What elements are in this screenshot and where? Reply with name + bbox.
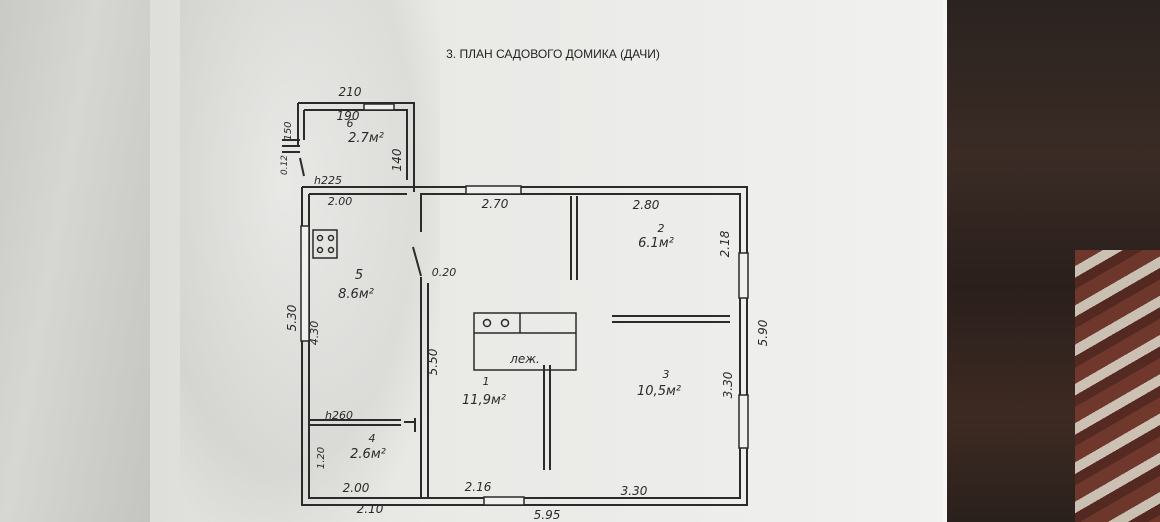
dim-porch-left-a: 150 [283,121,294,140]
dim-room4-step: h260 [325,409,353,422]
door-room4 [404,418,416,432]
room-3-number: 3 [663,368,670,381]
room-1-area: 11,9м² [462,393,506,408]
background-surface [0,0,150,522]
burner [316,234,324,242]
porch-door-line [299,157,305,177]
dim-room3-height: 3.30 [721,371,735,398]
door-room5 [412,246,422,277]
dim-room5-width: 2.00 [328,195,353,208]
patterned-fabric [1075,250,1160,522]
dim-bottom-total: 5.95 [534,508,561,522]
room-labels: 1 11,9м² 2 6.1м² 3 10,5м² 4 2.6м² 5 8.6м… [338,117,681,462]
window-bottom [483,496,525,506]
dim-porch-left-b: 0.12 [280,155,290,175]
burner [500,318,510,328]
dim-room5-height: 4.30 [308,321,321,346]
porch-wall-outer [298,102,415,187]
dim-left-total: 5.30 [285,304,299,331]
fixtures [312,229,577,371]
window-top [465,185,522,195]
kitchen-stove [312,229,338,259]
partition-1-3 [543,365,551,470]
room-1-number: 1 [483,375,490,388]
window-porch [363,103,395,111]
partition-2-3 [612,315,730,323]
window-left [300,225,310,342]
room-3-area: 10,5м² [637,384,681,399]
room-6-area: 2.7м² [348,131,384,146]
dim-porch-top-outer: 210 [339,85,362,99]
burner [316,246,324,254]
outer-wall [301,186,748,506]
partition-1-2 [570,196,578,280]
dim-room2-height: 2.18 [718,230,732,257]
dim-porch-right: 140 [390,148,404,171]
partition-4-5 [309,419,401,426]
dim-room1-top: 2.70 [482,197,509,211]
room-2-area: 6.1м² [638,236,674,251]
porch-wall-inner [304,109,408,180]
room-4-area: 2.6м² [350,447,386,462]
paper-edge [943,0,947,522]
room-6-number: 6 [347,117,354,130]
plan-title: 3. ПЛАН САДОВОГО ДОМИКА (ДАЧИ) [446,47,660,61]
room-2-number: 2 [658,222,665,235]
dim-partition: 0.20 [432,266,457,279]
dimension-labels: 210 190 140 150 0.12 h225 2.00 4.30 5.30… [280,85,770,522]
inner-wall [308,193,741,499]
room-4-number: 4 [369,432,376,445]
bench-label: леж. [509,352,540,366]
dim-room3-bottom: 3.30 [621,484,648,498]
porch-steps [282,139,300,153]
dim-bottom-left-outer: 2.10 [357,502,384,516]
stove [473,312,577,371]
window-right-lower [738,394,749,449]
dim-bottom-left-inner: 2.00 [343,481,370,495]
paper-sheet [150,0,945,522]
burner [482,318,492,328]
walls [282,102,748,506]
burner [327,234,335,242]
dim-porch-top-inner: 190 [337,109,360,123]
dim-porch-step: h225 [314,174,342,187]
room-5-number: 5 [355,268,363,283]
dim-room4-height: 1.20 [316,447,327,469]
dim-room1-height: 5.50 [426,348,440,375]
room-5-area: 8.6м² [338,287,374,302]
dim-right-total: 5.90 [756,319,770,346]
windows [300,103,749,506]
dim-room2-width: 2.80 [633,198,660,212]
burner [327,246,335,254]
wall-top-left [302,186,415,192]
dim-room1-bottom: 2.16 [465,480,492,494]
window-right-upper [738,252,749,299]
